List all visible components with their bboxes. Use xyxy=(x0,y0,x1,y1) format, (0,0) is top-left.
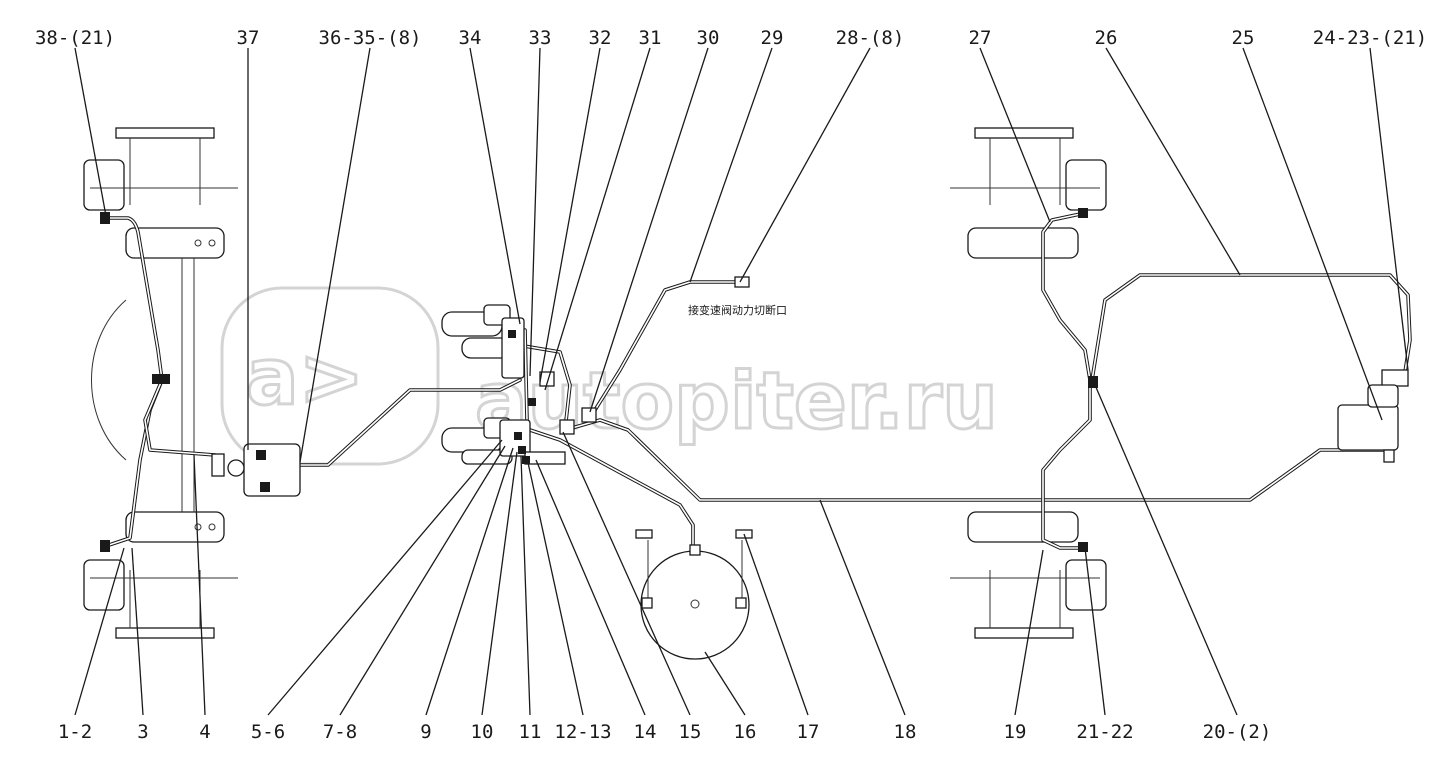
callout-19: 19 xyxy=(1004,721,1027,743)
callout-17: 17 xyxy=(797,721,820,743)
watermark-logo: a> xyxy=(246,333,364,423)
callout-labels: 38-(21) 37 36-35-(8) 34 33 32 31 30 29 2… xyxy=(35,27,1427,743)
callout-32: 32 xyxy=(589,27,612,49)
leader-lines xyxy=(74,47,1409,716)
callout-25: 25 xyxy=(1232,27,1255,49)
callout-4: 4 xyxy=(199,721,210,743)
components: 接变速阀动力切断口 xyxy=(100,208,1409,660)
callout-29: 29 xyxy=(761,27,784,49)
front-axle xyxy=(83,127,238,639)
callout-3: 3 xyxy=(137,721,148,743)
watermark-text: autopiter.ru xyxy=(475,357,998,447)
callout-10: 10 xyxy=(471,721,494,743)
callout-16: 16 xyxy=(734,721,757,743)
callout-30: 30 xyxy=(697,27,720,49)
callout-31: 31 xyxy=(639,27,662,49)
callout-38: 38-(21) xyxy=(35,27,115,49)
callout-7: 7-8 xyxy=(323,721,357,743)
callout-5: 5-6 xyxy=(251,721,285,743)
callout-24: 24-23-(21) xyxy=(1313,27,1427,49)
callout-20: 20-(2) xyxy=(1203,721,1272,743)
callout-26: 26 xyxy=(1095,27,1118,49)
callout-11: 11 xyxy=(519,721,542,743)
callout-14: 14 xyxy=(634,721,657,743)
callout-33: 33 xyxy=(529,27,552,49)
callout-15: 15 xyxy=(679,721,702,743)
callout-12: 12-13 xyxy=(554,721,611,743)
callout-28: 28-(8) xyxy=(836,27,905,49)
callout-27: 27 xyxy=(969,27,992,49)
callout-36: 36-35-(8) xyxy=(319,27,422,49)
callout-34: 34 xyxy=(459,27,482,49)
watermark: a> autopiter.ru xyxy=(220,286,999,466)
callout-21: 21-22 xyxy=(1076,721,1133,743)
rear-axle xyxy=(950,127,1107,639)
front-relay-valve xyxy=(243,443,301,497)
rear-relay-valve xyxy=(1337,404,1399,451)
callout-9: 9 xyxy=(420,721,431,743)
callout-1: 1-2 xyxy=(58,721,92,743)
callout-18: 18 xyxy=(894,721,917,743)
callout-37: 37 xyxy=(237,27,260,49)
cutoff-port-note: 接变速阀动力切断口 xyxy=(688,303,787,317)
